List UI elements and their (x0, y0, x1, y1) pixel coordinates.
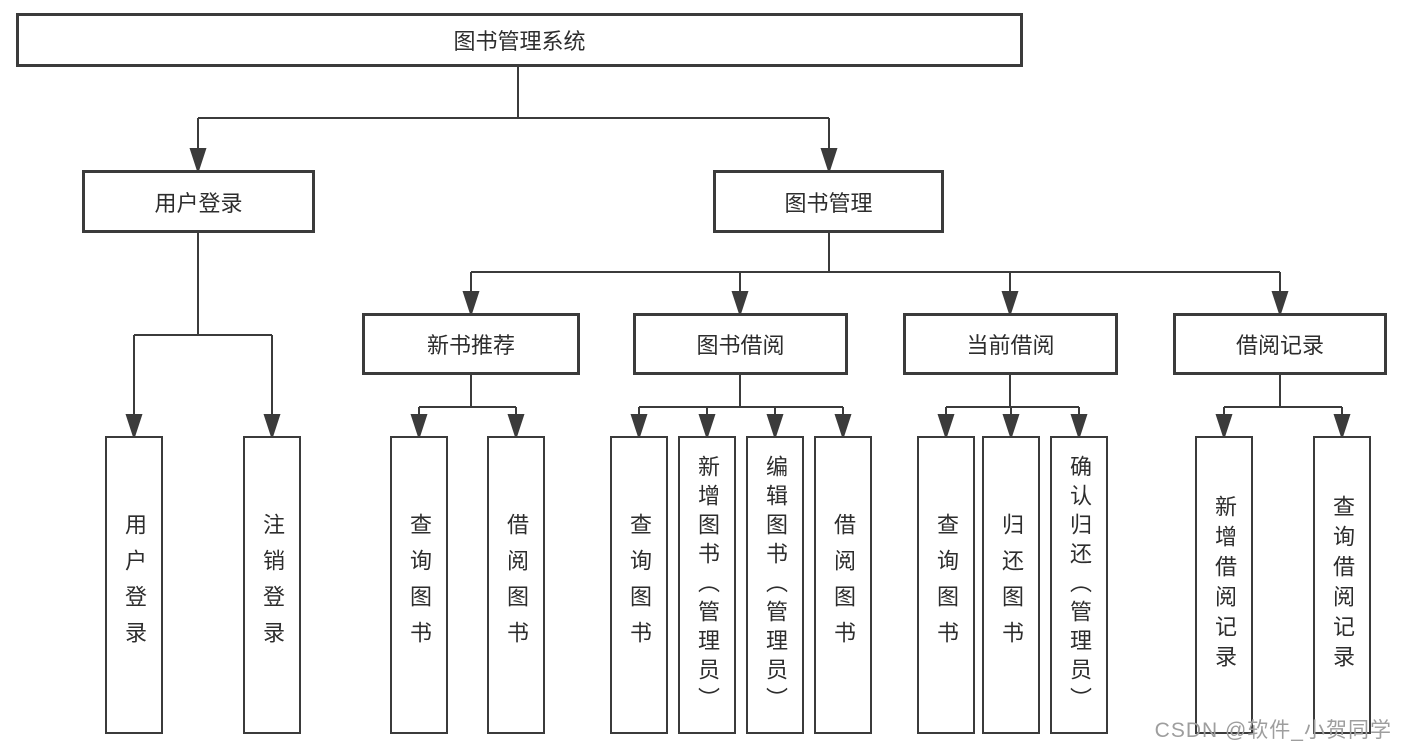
leaf-add-books-admin: 新增图书（管理员） (678, 436, 736, 734)
node-label: 新书推荐 (426, 333, 515, 358)
node-new-book-recommendation: 新书推荐 (362, 313, 580, 375)
leaf-edit-books-admin: 编辑图书（管理员） (746, 436, 804, 734)
node-label: 图书管理 (784, 190, 873, 216)
csdn-watermark: CSDN @软件_小贺同学 (1154, 719, 1392, 742)
node-book-management: 图书管理 (713, 170, 944, 233)
node-label: 查询借阅记录 (1330, 495, 1355, 675)
node-label: 借阅记录 (1235, 333, 1324, 358)
node-label: 查询图书 (934, 513, 959, 657)
leaf-logout-login: 注销登录 (243, 436, 301, 734)
node-label: 新增图书（管理员） (695, 454, 720, 716)
node-current-borrowing: 当前借阅 (903, 313, 1118, 375)
leaf-query-books-borrowing: 查询图书 (610, 436, 668, 734)
node-user-login: 用户登录 (82, 170, 315, 233)
node-label: 归还图书 (999, 513, 1024, 657)
leaf-query-borrow-record: 查询借阅记录 (1313, 436, 1371, 734)
node-borrowing-records: 借阅记录 (1173, 313, 1387, 375)
node-label: 用户登录 (154, 190, 243, 216)
node-label: 当前借阅 (966, 333, 1055, 358)
leaf-user-login: 用户登录 (105, 436, 163, 734)
leaf-return-books: 归还图书 (982, 436, 1040, 734)
node-label: 注销登录 (260, 513, 285, 657)
node-label: 查询图书 (407, 513, 432, 657)
node-label: 确认归还（管理员） (1067, 454, 1092, 716)
node-label: 查询图书 (627, 513, 652, 657)
node-label: 图书借阅 (696, 333, 785, 358)
node-library-management-system: 图书管理系统 (16, 13, 1023, 67)
leaf-borrow-books-recommend: 借阅图书 (487, 436, 545, 734)
leaf-query-books-recommend: 查询图书 (390, 436, 448, 734)
node-label: 用户登录 (122, 513, 147, 657)
node-book-borrowing: 图书借阅 (633, 313, 848, 375)
node-label: 新增借阅记录 (1212, 495, 1237, 675)
node-label: 编辑图书（管理员） (763, 454, 788, 716)
node-label: 图书管理系统 (453, 29, 586, 54)
node-label: 借阅图书 (504, 513, 529, 657)
node-label: 借阅图书 (831, 513, 856, 657)
leaf-add-borrow-record: 新增借阅记录 (1195, 436, 1253, 734)
leaf-confirm-return-admin: 确认归还（管理员） (1050, 436, 1108, 734)
leaf-borrow-books-borrowing: 借阅图书 (814, 436, 872, 734)
leaf-query-books-current: 查询图书 (917, 436, 975, 734)
